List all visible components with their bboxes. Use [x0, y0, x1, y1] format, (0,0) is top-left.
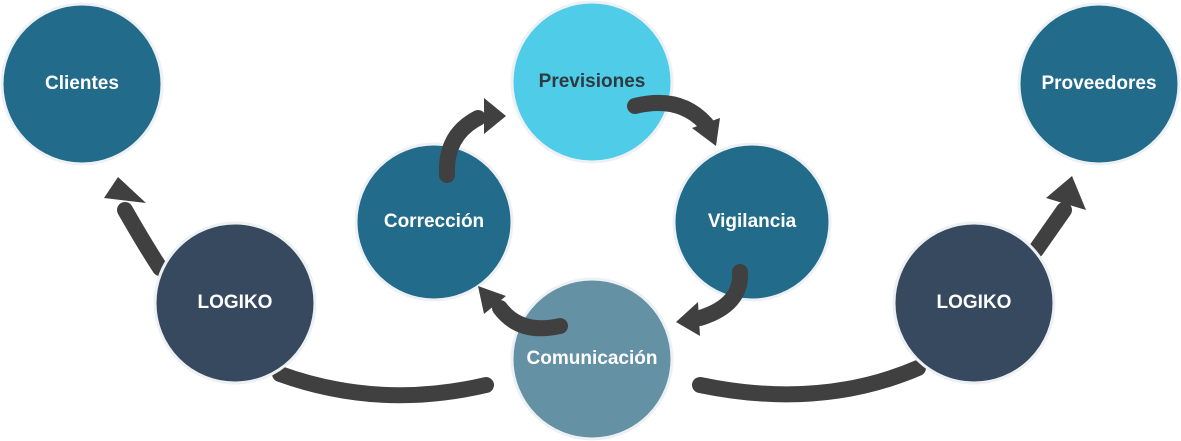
label-correccion: Corrección	[384, 211, 484, 232]
arrow-head-correccion-icon	[478, 286, 506, 314]
arrow-head-clientes-icon	[104, 177, 146, 203]
node-logiko-right-circle	[892, 221, 1056, 385]
arrow-vigilancia-to-comunicacion	[692, 264, 749, 326]
node-vigilancia-circle	[672, 142, 832, 302]
arrow-head-comunicacion-icon	[676, 302, 700, 336]
arrow-comunicacion-to-correccion	[492, 300, 568, 337]
label-proveedores: Proveedores	[1041, 73, 1156, 94]
arrow-comunicacion-to-logiko-right	[692, 360, 926, 403]
arrow-logiko-left-to-comunicacion	[272, 366, 494, 404]
arrow-logiko-right-to-proveedores	[1028, 202, 1072, 258]
label-vigilancia: Vigilancia	[708, 211, 797, 232]
label-comunicacion: Comunicación	[527, 348, 658, 369]
label-logiko-left: LOGIKO	[198, 292, 273, 313]
node-clientes-circle	[0, 2, 164, 166]
arrow-previsiones-to-vigilancia	[627, 95, 714, 132]
arrow-head-proveedores-icon	[1046, 176, 1086, 210]
node-comunicacion-circle	[510, 277, 674, 441]
node-logiko-left-circle	[153, 221, 317, 385]
label-clientes: Clientes	[45, 73, 119, 94]
node-previsiones-circle	[510, 0, 674, 164]
label-previsiones: Previsiones	[539, 71, 646, 92]
label-logiko-right: LOGIKO	[937, 292, 1012, 313]
arrow-logiko-left-to-clientes	[117, 202, 168, 276]
arrow-correccion-to-previsiones	[438, 110, 486, 183]
arrow-head-previsiones-icon	[484, 98, 506, 134]
node-proveedores-circle	[1017, 2, 1181, 166]
node-correccion-circle	[354, 142, 514, 302]
arrow-head-vigilancia-icon	[692, 118, 720, 146]
